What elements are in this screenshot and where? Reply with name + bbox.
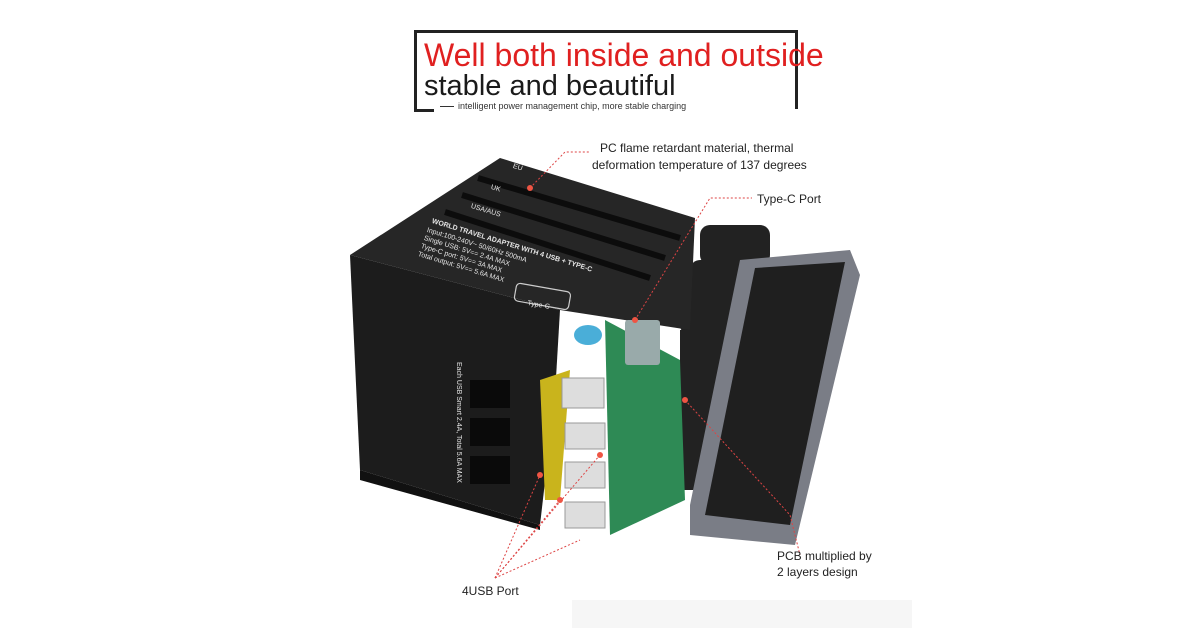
usb-side-text: Each USB Smart 2.4A, Total 5.6A MAX	[455, 362, 462, 483]
callout-dots	[527, 185, 688, 503]
socket-plate	[690, 250, 860, 545]
callout-pc-material-2: deformation temperature of 137 degrees	[592, 158, 807, 172]
title-black: stable and beautiful	[424, 70, 676, 102]
subtitle: intelligent power management chip, more …	[440, 101, 686, 111]
usb-ports	[561, 377, 606, 529]
title-frame	[414, 30, 798, 112]
adapter-body	[350, 158, 695, 530]
callout-pc-material: PC flame retardant material, thermal	[600, 141, 794, 155]
bottom-shadow	[572, 600, 912, 628]
callout-usb: 4USB Port	[462, 584, 519, 598]
callout-lines	[494, 151, 801, 579]
title-red: Well both inside and outside	[424, 37, 824, 73]
pcb-board	[574, 320, 685, 535]
callout-pcb-2: 2 layers design	[777, 565, 858, 579]
callout-type-c: Type-C Port	[757, 192, 822, 206]
callout-pcb: PCB multiplied by	[777, 549, 872, 563]
